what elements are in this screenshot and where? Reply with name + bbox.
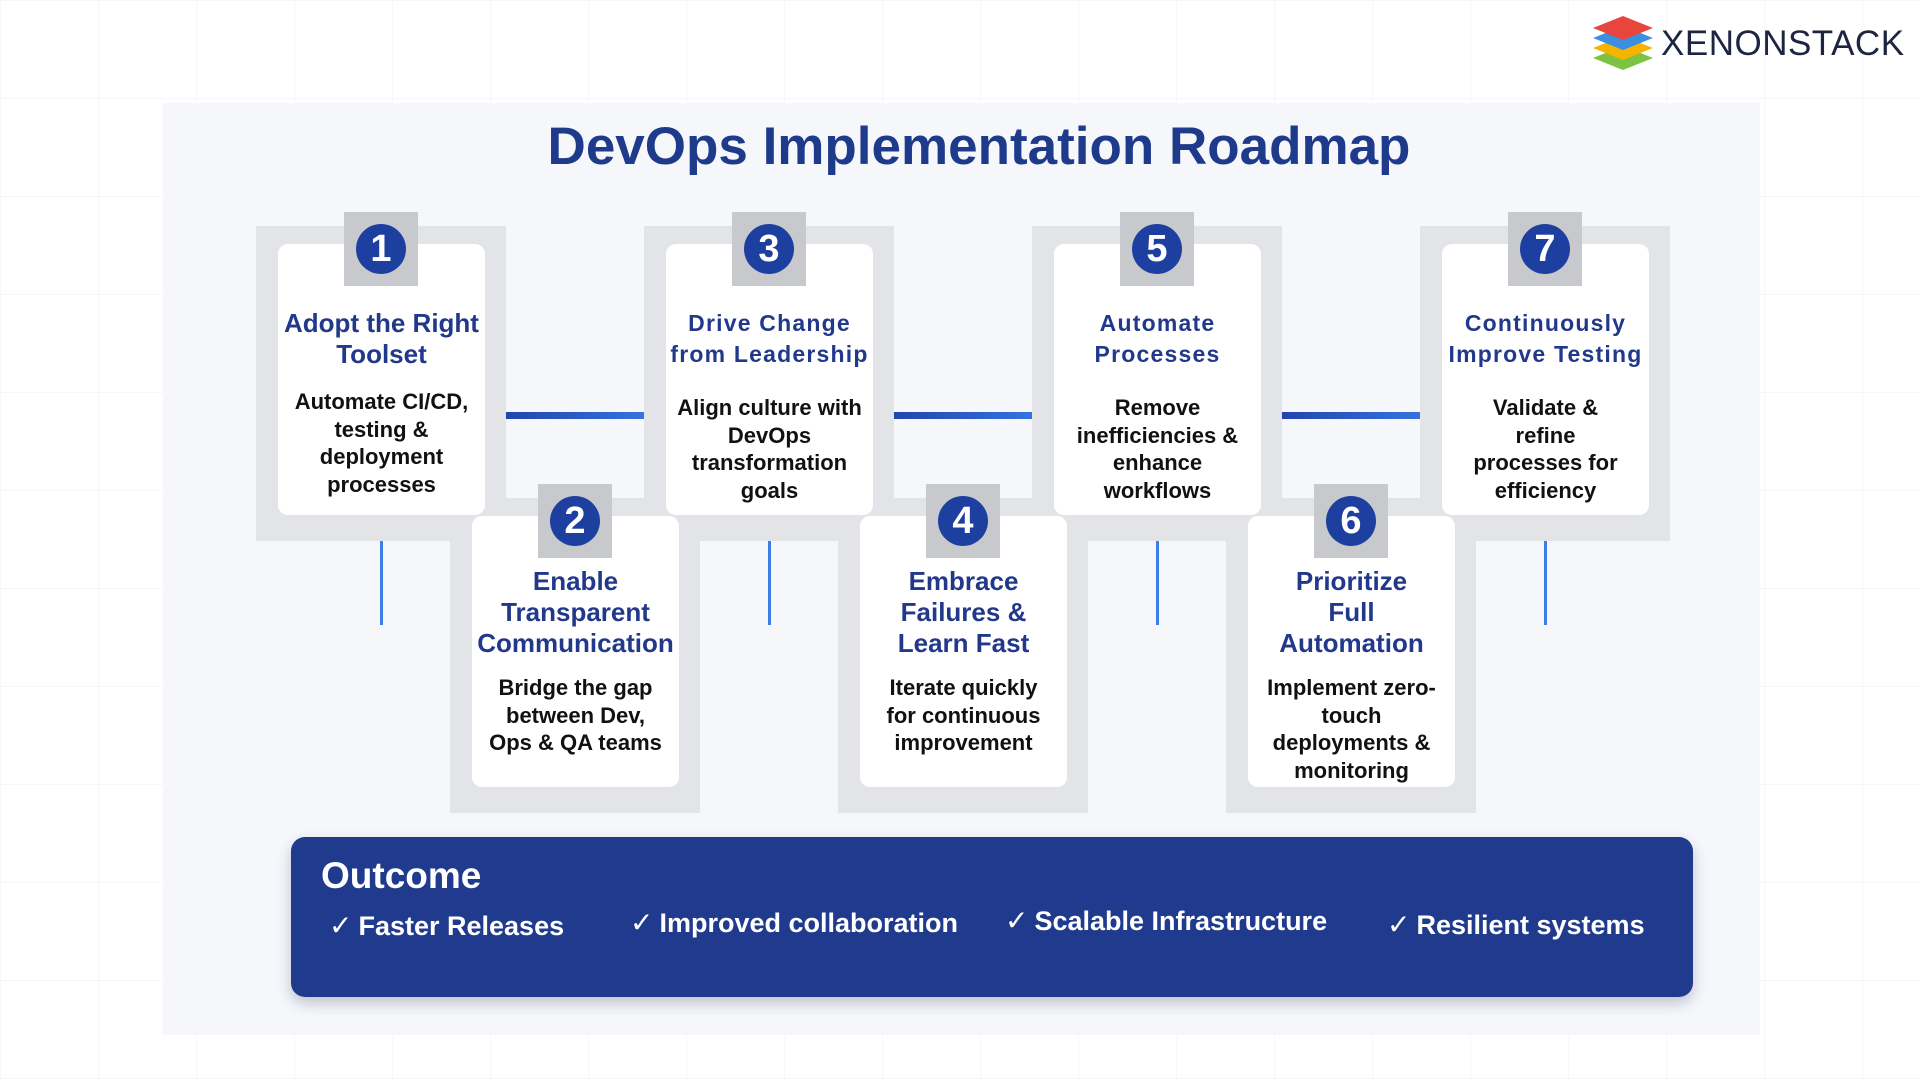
step-description: Implement zero-touch deployments & monit… bbox=[1267, 675, 1436, 783]
step-number-badge: 6 bbox=[1326, 496, 1376, 546]
step-badge-box: 6 bbox=[1314, 484, 1388, 558]
step-badge-box: 2 bbox=[538, 484, 612, 558]
outcome-item-label: Improved collaboration bbox=[659, 908, 959, 938]
timeline-tick bbox=[1156, 535, 1159, 625]
checkmark-icon: ✓ bbox=[1387, 909, 1411, 940]
step-title: Adopt the Right Toolset bbox=[284, 308, 479, 369]
step-title: Prioritize Full Automation bbox=[1279, 566, 1424, 658]
checkmark-icon: ✓ bbox=[329, 910, 353, 941]
step-title: Enable Transparent Communication bbox=[477, 566, 674, 658]
step-description: Bridge the gap between Dev, Ops & QA tea… bbox=[489, 675, 662, 755]
checkmark-icon: ✓ bbox=[1005, 905, 1029, 936]
step-card-7: Continuously Improve Testing Validate & … bbox=[1442, 244, 1649, 515]
stacked-layers-icon bbox=[1589, 8, 1657, 80]
outcome-panel: Outcome ✓Faster Releases ✓Improved colla… bbox=[291, 837, 1693, 997]
outcome-item-label: Scalable Infrastructure bbox=[1034, 906, 1328, 936]
brand-logo: XENONSTACK bbox=[1589, 8, 1905, 80]
step-badge-box: 5 bbox=[1120, 212, 1194, 286]
step-title: Automate Processes bbox=[1094, 310, 1221, 367]
step-card-1: Adopt the Right Toolset Automate CI/CD, … bbox=[278, 244, 485, 515]
checkmark-icon: ✓ bbox=[630, 907, 654, 938]
step-description: Validate & refine processes for efficien… bbox=[1473, 395, 1618, 503]
step-title: Continuously Improve Testing bbox=[1448, 310, 1643, 367]
brand-name: XENONSTACK bbox=[1661, 24, 1905, 63]
step-number-badge: 2 bbox=[550, 496, 600, 546]
outcome-item: ✓Faster Releases bbox=[329, 909, 564, 942]
step-number-badge: 5 bbox=[1132, 224, 1182, 274]
outcome-item-label: Resilient systems bbox=[1416, 910, 1645, 940]
step-card-2: Enable Transparent Communication Bridge … bbox=[472, 516, 679, 787]
step-badge-box: 4 bbox=[926, 484, 1000, 558]
step-card-6: Prioritize Full Automation Implement zer… bbox=[1248, 516, 1455, 787]
step-card-5: Automate Processes Remove inefficiencies… bbox=[1054, 244, 1261, 515]
page-title: DevOps Implementation Roadmap bbox=[547, 117, 1411, 176]
outcome-item: ✓Resilient systems bbox=[1387, 908, 1645, 941]
step-description: Automate CI/CD, testing & deployment pro… bbox=[294, 389, 469, 497]
step-description: Remove inefficiencies & enhance workflow… bbox=[1076, 395, 1239, 503]
step-card-3: Drive Change from Leadership Align cultu… bbox=[666, 244, 873, 515]
step-number-badge: 1 bbox=[356, 224, 406, 274]
step-card-4: Embrace Failures & Learn Fast Iterate qu… bbox=[860, 516, 1067, 787]
step-badge-box: 1 bbox=[344, 212, 418, 286]
step-number-badge: 4 bbox=[938, 496, 988, 546]
step-badge-box: 7 bbox=[1508, 212, 1582, 286]
step-badge-box: 3 bbox=[732, 212, 806, 286]
outcome-item: ✓Scalable Infrastructure bbox=[1005, 904, 1327, 937]
outcome-title: Outcome bbox=[321, 855, 482, 896]
outcome-item-label: Faster Releases bbox=[358, 911, 565, 941]
step-number-badge: 7 bbox=[1520, 224, 1570, 274]
step-number-badge: 3 bbox=[744, 224, 794, 274]
step-title: Embrace Failures & Learn Fast bbox=[897, 566, 1030, 658]
timeline-connector bbox=[1261, 412, 1442, 419]
timeline-tick bbox=[380, 535, 383, 625]
timeline-connector bbox=[485, 412, 666, 419]
timeline-tick bbox=[1544, 535, 1547, 625]
timeline-connector bbox=[873, 412, 1054, 419]
timeline-tick bbox=[768, 535, 771, 625]
step-title: Drive Change from Leadership bbox=[670, 310, 869, 367]
step-description: Align culture with DevOps transformation… bbox=[677, 395, 862, 503]
outcome-item: ✓Improved collaboration bbox=[630, 906, 958, 939]
step-description: Iterate quickly for continuous improveme… bbox=[886, 675, 1041, 755]
